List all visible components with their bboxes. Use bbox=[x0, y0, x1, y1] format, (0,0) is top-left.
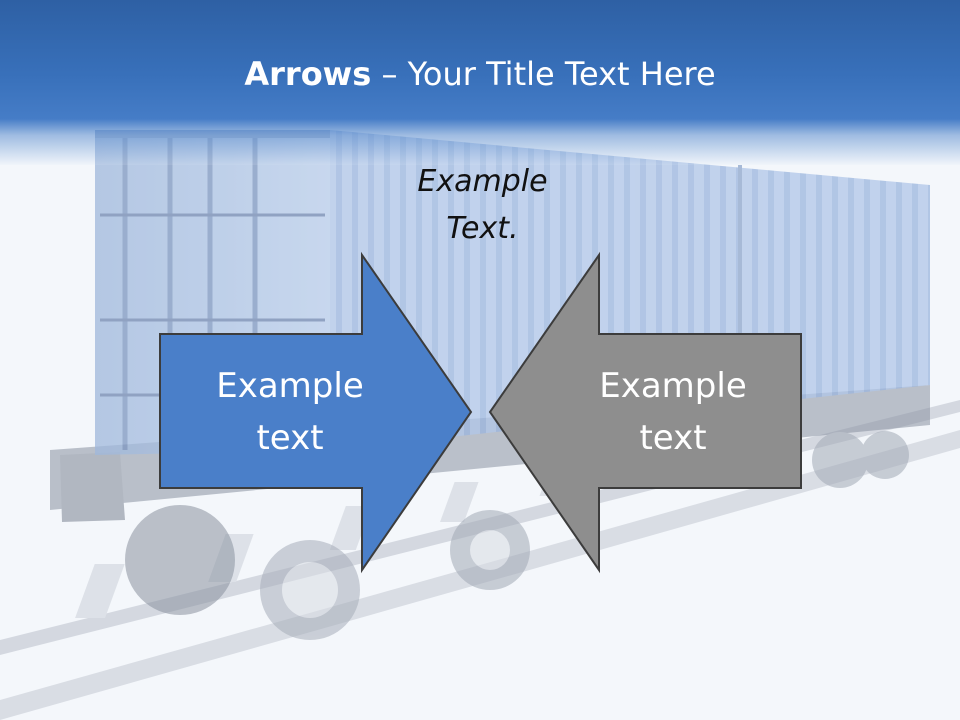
title-rest: Your Title Text Here bbox=[407, 55, 716, 93]
title-separator: – bbox=[371, 55, 408, 93]
title-band bbox=[0, 0, 960, 165]
title-bold-part: Arrows bbox=[244, 55, 372, 93]
caption-line-1: Example bbox=[417, 164, 548, 199]
slide-title: Arrows – Your Title Text Here bbox=[0, 52, 960, 96]
left-arrow-label: Example text bbox=[185, 360, 395, 464]
caption-line-2: Text. bbox=[446, 211, 519, 246]
left-pointing-arrow bbox=[488, 251, 802, 574]
left-arrow-line-2: text bbox=[256, 418, 324, 458]
example-caption: Example Text. bbox=[390, 158, 575, 252]
right-arrow-line-1: Example bbox=[599, 366, 747, 406]
right-arrow-label: Example text bbox=[568, 360, 778, 464]
right-arrow-line-2: text bbox=[639, 418, 707, 458]
left-arrow-line-1: Example bbox=[216, 366, 364, 406]
right-pointing-arrow bbox=[159, 251, 473, 574]
